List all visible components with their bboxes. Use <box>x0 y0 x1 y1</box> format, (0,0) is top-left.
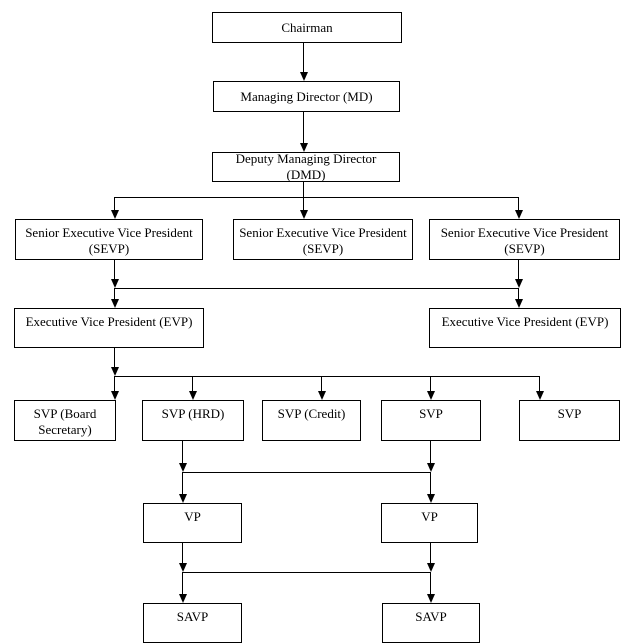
connector-line-vertical <box>303 182 304 198</box>
arrow-down-icon <box>514 279 523 288</box>
org-node-sevp1: Senior Executive Vice President (SEVP) <box>15 219 203 260</box>
org-node-evp2: Executive Vice President (EVP) <box>429 308 621 348</box>
connector-line-vertical <box>182 473 183 496</box>
connector-line-vertical <box>182 543 183 565</box>
connector-line-vertical <box>321 377 322 393</box>
org-node-label: Chairman <box>281 19 333 35</box>
org-node-sevp3: Senior Executive Vice President (SEVP) <box>429 219 620 260</box>
connector-line-horizontal <box>182 572 431 573</box>
arrow-down-icon <box>299 72 308 81</box>
org-node-label: Senior Executive Vice President (SEVP) <box>440 225 609 256</box>
connector-line-vertical <box>114 198 115 212</box>
org-node-svp5: SVP <box>519 400 620 441</box>
connector-line-vertical <box>114 289 115 301</box>
connector-line-vertical <box>182 441 183 465</box>
arrow-down-icon <box>110 210 119 219</box>
org-node-savp1: SAVP <box>143 603 242 643</box>
arrow-down-icon <box>110 367 119 376</box>
connector-line-vertical <box>539 377 540 393</box>
arrow-down-icon <box>426 391 435 400</box>
org-node-label: Managing Director (MD) <box>240 88 373 104</box>
arrow-down-icon <box>317 391 326 400</box>
org-node-label: SVP (HRD) <box>161 406 225 421</box>
org-node-label: SVP (Credit) <box>277 406 346 421</box>
connector-line-vertical <box>114 260 115 281</box>
org-node-label: Executive Vice President (EVP) <box>25 314 193 329</box>
connector-line-vertical <box>303 198 304 212</box>
connector-line-vertical <box>192 377 193 393</box>
org-node-evp1: Executive Vice President (EVP) <box>14 308 204 348</box>
arrow-down-icon <box>110 391 119 400</box>
arrow-down-icon <box>535 391 544 400</box>
arrow-down-icon <box>110 299 119 308</box>
org-node-label: SAVP <box>176 609 209 624</box>
arrow-down-icon <box>188 391 197 400</box>
arrow-down-icon <box>426 594 435 603</box>
connector-line-vertical <box>114 377 115 393</box>
arrow-down-icon <box>178 494 187 503</box>
org-node-label: Deputy Managing Director (DMD) <box>235 151 377 182</box>
arrow-down-icon <box>299 210 308 219</box>
org-node-svp-credit: SVP (Credit) <box>262 400 361 441</box>
arrow-down-icon <box>178 563 187 572</box>
connector-line-vertical <box>303 43 304 74</box>
org-node-label: Executive Vice President (EVP) <box>441 314 609 329</box>
connector-line-vertical <box>518 260 519 281</box>
connector-line-vertical <box>430 573 431 596</box>
connector-line-vertical <box>430 441 431 465</box>
connector-line-vertical <box>518 198 519 212</box>
arrow-down-icon <box>514 210 523 219</box>
arrow-down-icon <box>426 463 435 472</box>
org-node-sevp2: Senior Executive Vice President (SEVP) <box>233 219 413 260</box>
connector-line-vertical <box>430 543 431 565</box>
org-node-chairman: Chairman <box>212 12 402 43</box>
org-node-label: SVP <box>557 406 582 421</box>
connector-line-horizontal <box>114 197 519 198</box>
org-node-md: Managing Director (MD) <box>213 81 400 112</box>
arrow-down-icon <box>426 563 435 572</box>
connector-line-vertical <box>430 377 431 393</box>
org-node-label: Senior Executive Vice President (SEVP) <box>25 225 193 256</box>
arrow-down-icon <box>299 143 308 152</box>
connector-line-vertical <box>303 112 304 145</box>
org-node-svp-hrd: SVP (HRD) <box>142 400 244 441</box>
org-node-label: VP <box>421 509 438 524</box>
connector-line-horizontal <box>114 376 540 377</box>
connector-line-vertical <box>182 573 183 596</box>
arrow-down-icon <box>514 299 523 308</box>
connector-line-vertical <box>430 473 431 496</box>
arrow-down-icon <box>178 463 187 472</box>
org-node-vp1: VP <box>143 503 242 543</box>
connector-line-horizontal <box>114 288 519 289</box>
org-node-label: VP <box>184 509 201 524</box>
org-node-label: SVP <box>419 406 443 421</box>
org-node-svp-board-secretary: SVP (Board Secretary) <box>14 400 116 441</box>
org-node-label: SAVP <box>415 609 447 624</box>
org-node-savp2: SAVP <box>382 603 480 643</box>
org-node-svp4: SVP <box>381 400 481 441</box>
connector-line-vertical <box>518 289 519 301</box>
org-node-dmd: Deputy Managing Director (DMD) <box>212 151 400 182</box>
org-node-label: Senior Executive Vice President (SEVP) <box>239 225 407 256</box>
connector-line-vertical <box>114 348 115 369</box>
arrow-down-icon <box>426 494 435 503</box>
connector-line-horizontal <box>182 472 431 473</box>
org-node-vp2: VP <box>381 503 478 543</box>
arrow-down-icon <box>178 594 187 603</box>
arrow-down-icon <box>110 279 119 288</box>
org-node-label: SVP (Board Secretary) <box>33 406 97 437</box>
